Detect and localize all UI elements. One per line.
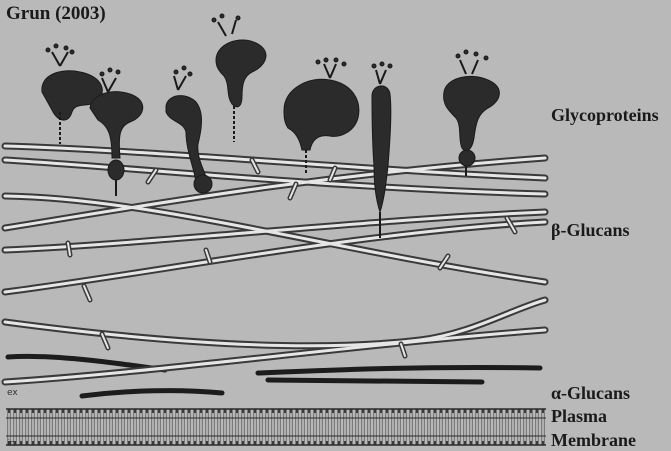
glycoprotein	[444, 50, 500, 176]
label-glycoproteins: Glycoproteins	[551, 105, 659, 126]
glycoprotein	[372, 62, 392, 238]
label-plasma: Plasma	[551, 406, 607, 427]
inside-mark: in	[7, 439, 15, 449]
source-citation: Grun (2003)	[6, 3, 106, 25]
beta-glucan-fibers	[5, 146, 545, 382]
glycoprotein	[212, 14, 266, 142]
label-alpha-glucans: α-Glucans	[551, 383, 630, 404]
alpha-glucan-strand	[82, 391, 222, 396]
plasma-membrane	[6, 409, 546, 445]
glycoprotein	[284, 58, 359, 174]
alpha-glucan-strand	[258, 367, 540, 373]
label-beta-glucans: β-Glucans	[551, 220, 630, 241]
outside-mark: ex	[7, 388, 18, 398]
alpha-glucan-strand	[268, 380, 482, 382]
glycoprotein	[42, 44, 102, 144]
label-membrane: Membrane	[551, 430, 636, 451]
